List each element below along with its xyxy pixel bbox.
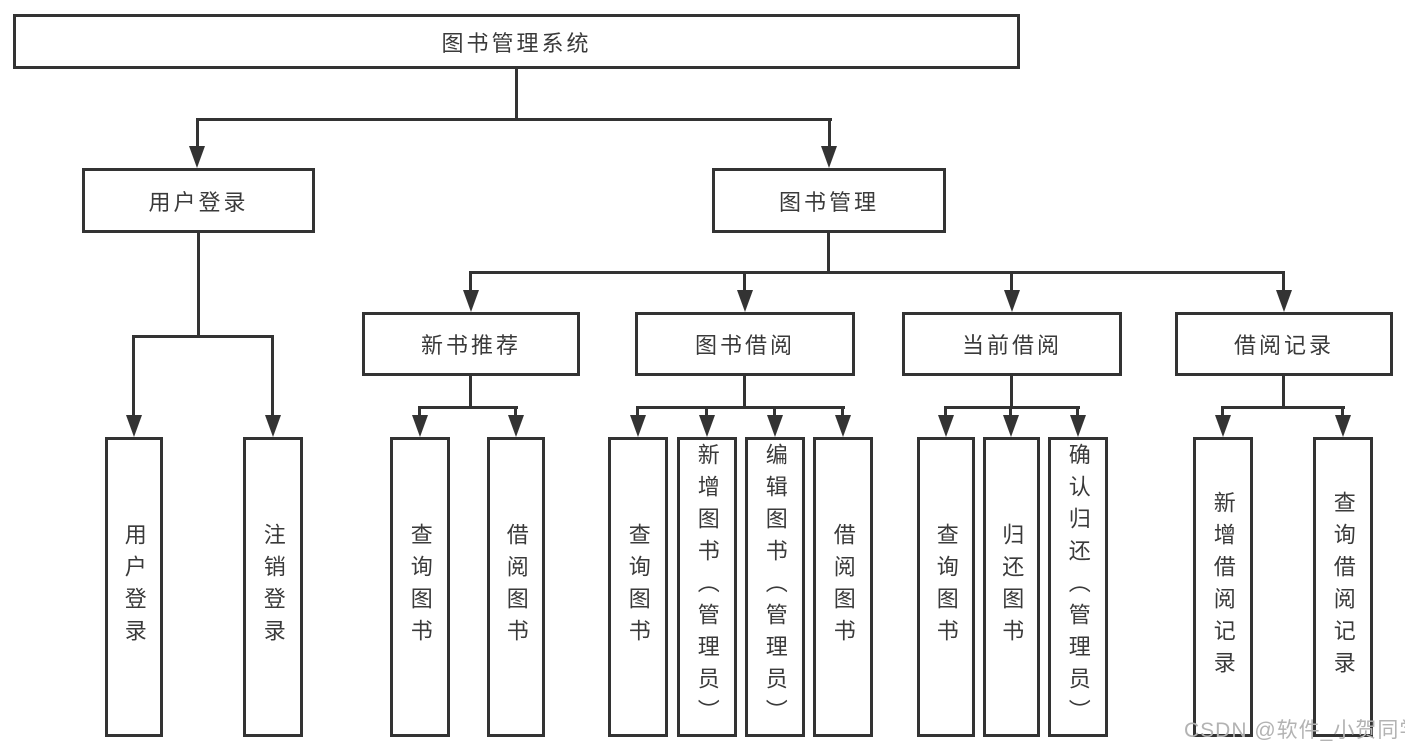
connector-line	[418, 406, 518, 409]
connector-line	[132, 335, 274, 338]
connector-line	[469, 376, 472, 408]
leaf-bb-add-book-admin-label: 新增图书（管理员）	[694, 443, 720, 731]
leaf-bb-borrow-book: 借阅图书	[813, 437, 873, 737]
arrow-down-icon	[737, 290, 753, 312]
connector-line	[469, 271, 472, 291]
node-user-login: 用户登录	[82, 168, 315, 233]
leaf-logout-label: 注销登录	[260, 523, 286, 651]
node-book-borrow: 图书借阅	[635, 312, 855, 376]
leaf-cb-return-book: 归还图书	[983, 437, 1040, 737]
arrow-down-icon	[1003, 415, 1019, 437]
leaf-logout: 注销登录	[243, 437, 303, 737]
connector-line	[636, 406, 639, 420]
connector-line	[743, 376, 746, 408]
leaf-br-query-record: 查询借阅记录	[1313, 437, 1373, 737]
leaf-cb-confirm-return-admin-label: 确认归还（管理员）	[1065, 443, 1091, 731]
connector-line	[944, 406, 947, 420]
leaf-bb-query-book-label: 查询图书	[625, 523, 651, 651]
csdn-watermark: CSDN @软件_小贺同学	[1184, 719, 1405, 742]
connector-line	[743, 271, 746, 291]
leaf-cb-query-book-label: 查询图书	[933, 523, 959, 651]
arrow-down-icon	[508, 415, 524, 437]
node-borrow-record-label: 借阅记录	[1233, 333, 1334, 358]
node-root-label: 图书管理系统	[441, 30, 592, 56]
arrow-down-icon	[1276, 290, 1292, 312]
leaf-bb-edit-book-admin-label: 编辑图书（管理员）	[762, 443, 788, 731]
connector-line	[1076, 406, 1079, 420]
connector-line	[841, 406, 844, 420]
node-root: 图书管理系统	[13, 14, 1020, 69]
connector-line	[1341, 406, 1344, 420]
node-new-book-rec: 新书推荐	[362, 312, 580, 376]
leaf-bb-borrow-book-label: 借阅图书	[830, 523, 856, 651]
connector-line	[1282, 376, 1285, 408]
leaf-cb-confirm-return-admin: 确认归还（管理员）	[1048, 437, 1108, 737]
arrow-down-icon	[938, 415, 954, 437]
connector-line	[271, 335, 274, 420]
arrow-down-icon	[1070, 415, 1086, 437]
connector-line	[705, 406, 708, 420]
node-new-book-rec-label: 新书推荐	[420, 333, 521, 358]
connector-line	[828, 118, 831, 148]
leaf-nb-query-book-label: 查询图书	[407, 523, 433, 651]
arrow-down-icon	[767, 415, 783, 437]
connector-line	[469, 271, 1285, 274]
arrow-down-icon	[835, 415, 851, 437]
connector-line	[514, 406, 517, 420]
connector-line	[196, 118, 199, 148]
leaf-bb-query-book: 查询图书	[608, 437, 668, 737]
connector-line	[515, 68, 518, 120]
connector-line	[773, 406, 776, 420]
arrow-down-icon	[630, 415, 646, 437]
node-user-login-label: 用户登录	[148, 189, 249, 215]
node-current-borrow: 当前借阅	[902, 312, 1122, 376]
arrow-down-icon	[699, 415, 715, 437]
connector-line	[636, 406, 845, 409]
connector-line	[827, 233, 830, 273]
arrow-down-icon	[265, 415, 281, 437]
leaf-user-login: 用户登录	[105, 437, 163, 737]
leaf-bb-edit-book-admin: 编辑图书（管理员）	[745, 437, 805, 737]
leaf-nb-borrow-book: 借阅图书	[487, 437, 545, 737]
leaf-cb-return-book-label: 归还图书	[999, 523, 1025, 651]
leaf-br-query-record-label: 查询借阅记录	[1330, 491, 1356, 683]
connector-line	[944, 406, 1080, 409]
arrow-down-icon	[1215, 415, 1231, 437]
connector-line	[197, 233, 200, 338]
leaf-nb-query-book: 查询图书	[390, 437, 450, 737]
node-book-borrow-label: 图书借阅	[694, 333, 795, 358]
arrow-down-icon	[821, 146, 837, 168]
leaf-user-login-label: 用户登录	[121, 523, 147, 651]
arrow-down-icon	[463, 290, 479, 312]
arrow-down-icon	[1335, 415, 1351, 437]
connector-line	[1010, 271, 1013, 291]
leaf-br-add-record: 新增借阅记录	[1193, 437, 1253, 737]
connector-line	[1221, 406, 1345, 409]
connector-line	[196, 118, 832, 121]
arrow-down-icon	[189, 146, 205, 168]
node-book-mgmt: 图书管理	[712, 168, 946, 233]
leaf-cb-query-book: 查询图书	[917, 437, 975, 737]
leaf-br-add-record-label: 新增借阅记录	[1210, 491, 1236, 683]
leaf-nb-borrow-book-label: 借阅图书	[503, 523, 529, 651]
arrow-down-icon	[126, 415, 142, 437]
connector-line	[1282, 271, 1285, 291]
arrow-down-icon	[412, 415, 428, 437]
connector-line	[1010, 376, 1013, 408]
node-borrow-record: 借阅记录	[1175, 312, 1393, 376]
arrow-down-icon	[1004, 290, 1020, 312]
connector-line	[132, 335, 135, 420]
leaf-bb-add-book-admin: 新增图书（管理员）	[677, 437, 737, 737]
connector-line	[1009, 406, 1012, 420]
connector-line	[1221, 406, 1224, 420]
node-book-mgmt-label: 图书管理	[778, 189, 879, 215]
node-current-borrow-label: 当前借阅	[961, 333, 1062, 358]
connector-line	[418, 406, 421, 420]
